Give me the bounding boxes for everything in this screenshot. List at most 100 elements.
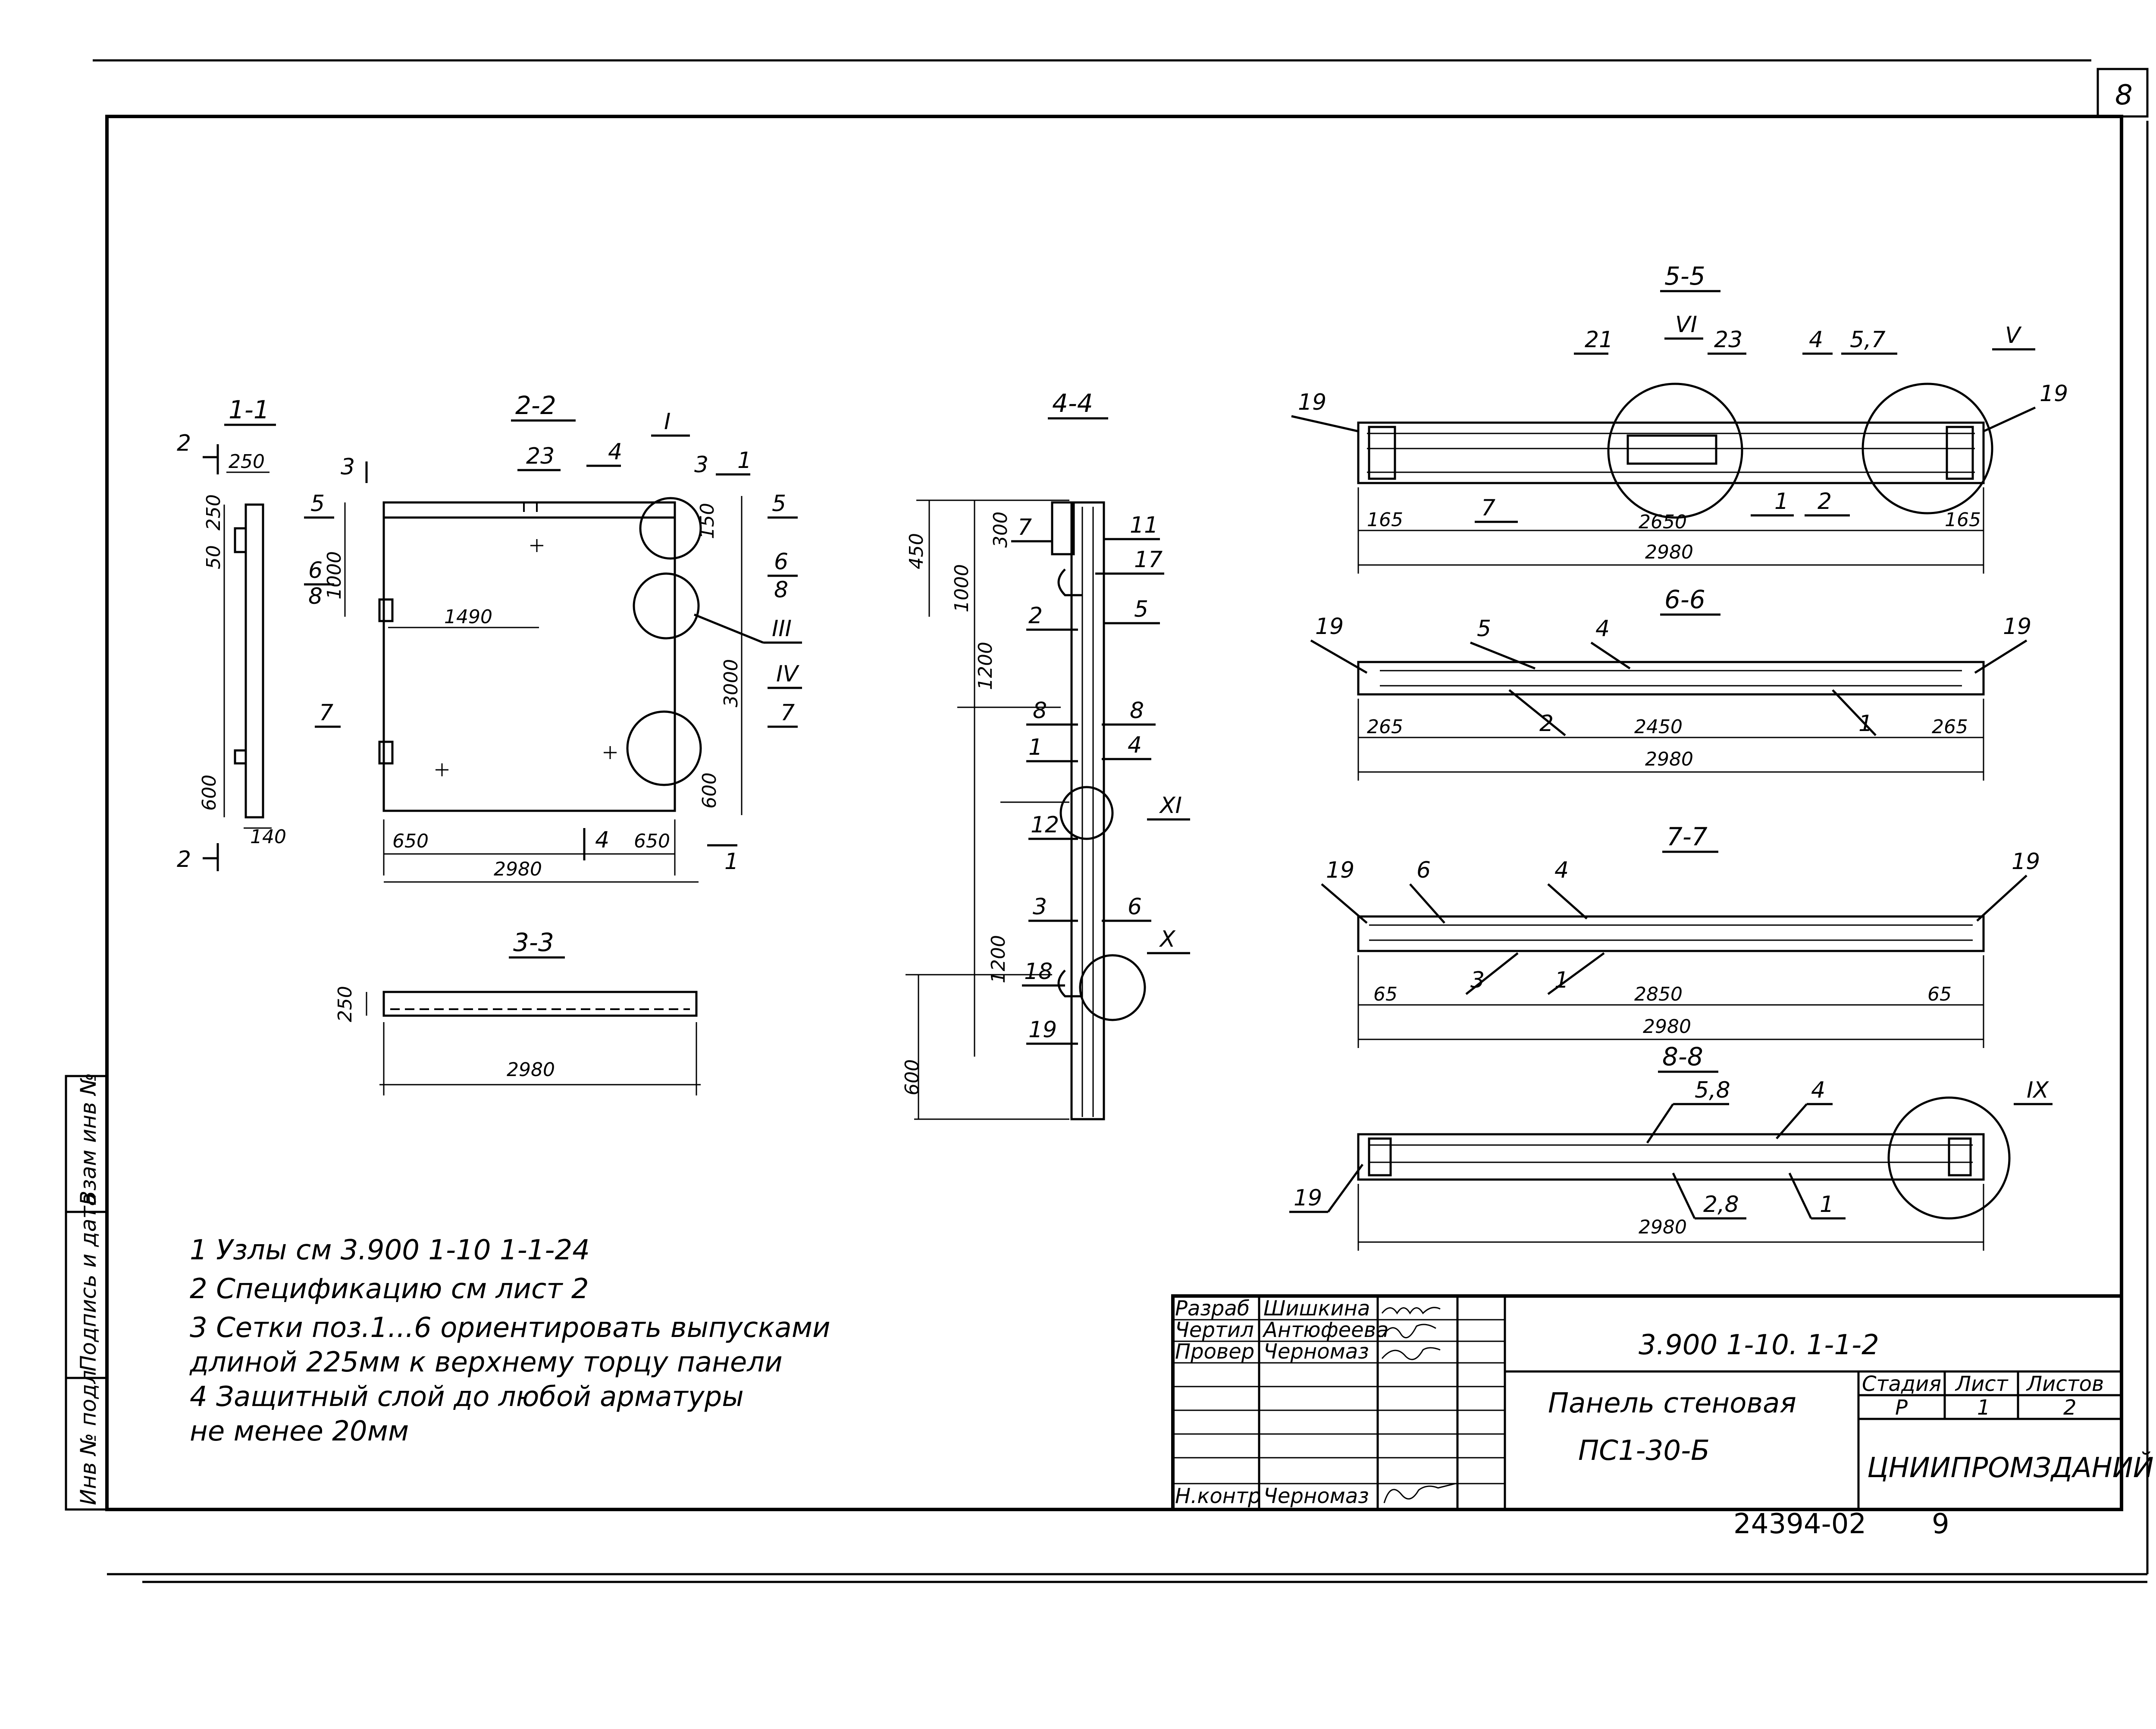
section-7-7-title: 7-7 <box>1667 822 1708 851</box>
svg-text:4: 4 <box>1811 1077 1825 1103</box>
svg-text:600: 600 <box>699 772 721 809</box>
svg-text:1: 1 <box>1028 734 1043 760</box>
section-1-1: 1-1 2 250 50 250 600 140 2 7 <box>177 395 341 872</box>
section-6-6-title: 6-6 <box>1664 585 1705 614</box>
svg-text:5,7: 5,7 <box>1850 327 1886 353</box>
svg-text:2980: 2980 <box>494 858 542 880</box>
sheet-number: 8 <box>2115 79 2133 111</box>
section-5-5-title: 5-5 <box>1664 261 1705 291</box>
side-stamp: Инв № подл Подпись и дата Взам инв № <box>65 1073 108 1511</box>
stamp-inv-podl: Инв № подл <box>76 1370 101 1505</box>
svg-text:V: V <box>2005 323 2022 348</box>
svg-text:1000: 1000 <box>951 564 973 612</box>
section-2-2-outline <box>382 516 676 812</box>
svg-text:6: 6 <box>1128 894 1142 920</box>
section-2-2-title: 2-2 <box>515 391 556 420</box>
svg-text:8: 8 <box>1130 698 1144 724</box>
product-name-line-1: Панель стеновая <box>1548 1387 1796 1419</box>
drawing-frame <box>105 115 2123 1511</box>
svg-text:1200: 1200 <box>987 935 1009 983</box>
svg-text:19: 19 <box>1326 857 1354 883</box>
node-circle-IV <box>626 710 702 786</box>
title-block: Разраб Чертил Провер Н.контр Шишкина Ант… <box>1171 1294 2154 1511</box>
svg-text:8: 8 <box>308 584 323 609</box>
svg-text:65: 65 <box>1927 983 1952 1005</box>
name-drafter: Антюфеева <box>1262 1318 1388 1342</box>
note-4: 4 Защитный слой до любой арматуры <box>190 1381 744 1413</box>
note-3: 3 Сетки поз.1...6 ориентировать выпускам… <box>190 1312 830 1344</box>
sheet-header: Лист <box>1955 1372 2009 1396</box>
svg-text:III: III <box>772 616 792 642</box>
svg-text:2850: 2850 <box>1634 983 1683 1005</box>
node-circle-III <box>633 572 700 640</box>
svg-text:7: 7 <box>319 700 333 726</box>
section-3-3: 3-3 250 2980 <box>334 928 701 1095</box>
svg-text:5: 5 <box>1134 596 1148 622</box>
stamp-signature-date: Подпись и дата <box>76 1193 101 1371</box>
svg-text:165: 165 <box>1367 509 1403 531</box>
svg-text:18: 18 <box>1024 959 1053 985</box>
svg-text:6: 6 <box>774 549 788 575</box>
section-1-1-outline <box>244 503 264 819</box>
svg-text:19: 19 <box>2012 849 2040 875</box>
svg-text:265: 265 <box>1367 716 1403 738</box>
sheet-number-box <box>2096 68 2149 118</box>
section-4-4-title: 4-4 <box>1052 389 1093 418</box>
document-code: 3.900 1-10. 1-1-2 <box>1639 1329 1879 1361</box>
node-circle-XI <box>1059 786 1114 840</box>
svg-text:140: 140 <box>250 826 286 848</box>
svg-text:5: 5 <box>1477 616 1491 642</box>
svg-text:3: 3 <box>1033 894 1047 920</box>
section-2-2-top-flange <box>382 501 676 519</box>
svg-text:X: X <box>1159 926 1176 952</box>
svg-text:19: 19 <box>2040 381 2068 407</box>
svg-text:50: 50 <box>203 545 225 569</box>
section-6-6-outline <box>1357 661 1985 696</box>
svg-text:IV: IV <box>776 661 799 687</box>
role-checker: Провер <box>1175 1340 1254 1364</box>
svg-text:2980: 2980 <box>1645 748 1693 770</box>
node-circle-VI <box>1607 383 1743 519</box>
section-7-7-outline <box>1357 915 1985 952</box>
svg-text:1: 1 <box>724 849 739 875</box>
sheets-header: Листов <box>2026 1372 2104 1396</box>
svg-text:650: 650 <box>392 830 429 852</box>
note-4-cont: не менее 20мм <box>190 1415 409 1447</box>
svg-text:250: 250 <box>334 986 356 1022</box>
section-3-3-outline <box>382 991 698 1017</box>
role-drafter: Чертил <box>1175 1318 1254 1342</box>
sheets-value: 2 <box>2063 1396 2077 1420</box>
svg-text:4: 4 <box>1595 616 1610 642</box>
section-7-7: 7-7 19 6 4 19 3 1 65 2850 65 2980 <box>1321 822 2040 1048</box>
archive-number: 24394-02 <box>1733 1508 1866 1540</box>
svg-text:1200: 1200 <box>975 642 997 690</box>
svg-text:7: 7 <box>1481 495 1495 521</box>
svg-text:XI: XI <box>1159 793 1182 819</box>
svg-text:5: 5 <box>772 491 786 517</box>
svg-text:2: 2 <box>177 430 191 456</box>
note-1: 1 Узлы см 3.900 1-10 1-1-24 <box>190 1234 590 1266</box>
node-circle-IX <box>1887 1096 2011 1220</box>
svg-text:VI: VI <box>1675 312 1697 338</box>
svg-text:2: 2 <box>177 847 191 872</box>
signature-developer <box>1381 1307 1441 1315</box>
svg-text:4: 4 <box>1128 732 1142 758</box>
svg-text:5: 5 <box>310 491 325 517</box>
name-developer: Шишкина <box>1263 1296 1370 1321</box>
svg-text:600: 600 <box>198 775 220 811</box>
section-1-1-title: 1-1 <box>229 395 270 424</box>
section-6-6: 6-6 19 5 4 19 2 1 265 2450 265 2980 <box>1310 585 2031 781</box>
sheet-value: 1 <box>1977 1396 1990 1420</box>
stage-value: Р <box>1895 1396 1908 1420</box>
svg-text:165: 165 <box>1945 509 1981 531</box>
product-name-line-2: ПС1-30-Б <box>1578 1435 1710 1467</box>
svg-text:4: 4 <box>1554 857 1569 883</box>
svg-text:2: 2 <box>1028 603 1043 629</box>
section-5-5-outline <box>1357 421 1985 484</box>
section-5-5: 5-5 21 VI 23 4 5,7 V 19 19 7 1 2 165 2 <box>1291 261 2068 574</box>
svg-text:2450: 2450 <box>1634 716 1683 738</box>
general-notes: 1 Узлы см 3.900 1-10 1-1-24 2 Спецификац… <box>189 1234 830 1447</box>
svg-text:4: 4 <box>1809 327 1823 353</box>
svg-text:1: 1 <box>1774 489 1789 515</box>
